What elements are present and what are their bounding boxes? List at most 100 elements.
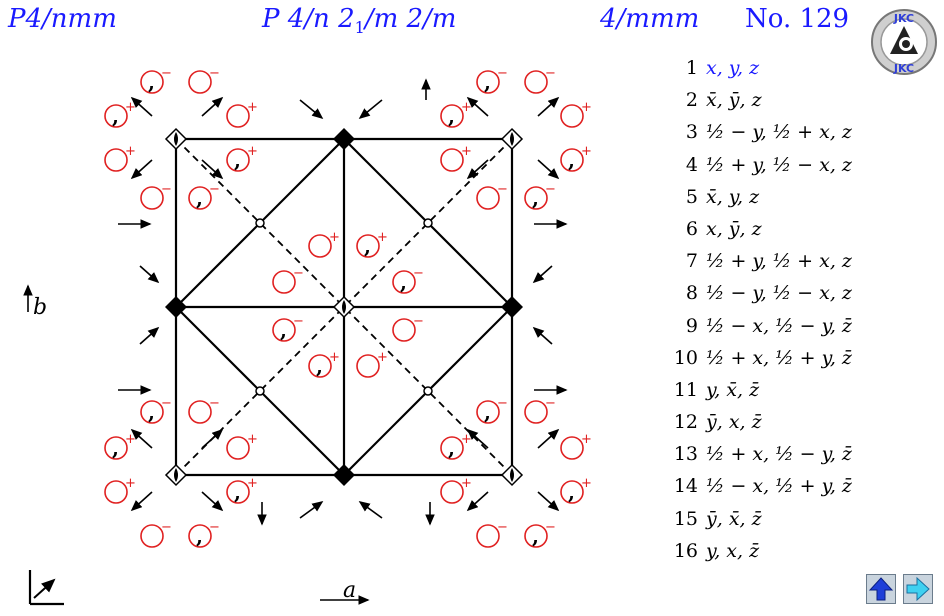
operation-expression: y, x̄, z̄ bbox=[706, 378, 760, 401]
jkc-logo-icon[interactable]: JKC JKC bbox=[870, 8, 938, 76]
operation-expression: ȳ, x, z̄ bbox=[706, 411, 762, 434]
position-circle bbox=[476, 400, 500, 424]
operation-number: 11 bbox=[673, 378, 698, 401]
operation-expression: ½ + x, ½ + y, z̄ bbox=[706, 346, 852, 369]
arrow-mark bbox=[130, 491, 153, 512]
operation-number: 4 bbox=[685, 153, 698, 176]
operation-expression: ½ + y, ½ − x, z bbox=[706, 153, 852, 176]
position-circle bbox=[226, 436, 250, 460]
arrow-mark bbox=[358, 99, 383, 120]
position-circle bbox=[440, 480, 464, 504]
plus-sign: + bbox=[125, 476, 136, 491]
position-circle bbox=[188, 400, 212, 424]
position-circle bbox=[140, 400, 164, 424]
arrow-mark bbox=[532, 265, 553, 284]
position-circle bbox=[440, 436, 464, 460]
up-button[interactable] bbox=[866, 574, 896, 604]
position-comma: , bbox=[484, 400, 491, 424]
position-circle bbox=[476, 186, 500, 210]
arrow-mark bbox=[466, 491, 489, 512]
position-circle bbox=[104, 104, 128, 128]
position-comma: , bbox=[448, 104, 455, 128]
position-comma: , bbox=[112, 436, 119, 460]
plus-sign: + bbox=[581, 476, 592, 491]
position-comma: , bbox=[280, 318, 287, 342]
operation-expression: x̄, ȳ, z bbox=[706, 89, 762, 112]
operation-expression: ½ + x, ½ − y, z̄ bbox=[706, 443, 852, 466]
arrow-mark bbox=[201, 96, 224, 117]
minus-sign: − bbox=[545, 66, 556, 81]
position-comma: , bbox=[148, 70, 155, 94]
operation-number: 9 bbox=[685, 314, 698, 337]
next-button[interactable] bbox=[903, 574, 933, 604]
space-group-diagram: ,−−,+++,+−,−,−−,+++,+−,−+,+−,−,−−,++,−−,… bbox=[23, 66, 592, 606]
position-circle bbox=[140, 524, 164, 548]
operation-number: 8 bbox=[685, 282, 698, 305]
arrow-mark bbox=[537, 96, 560, 117]
position-circle bbox=[356, 234, 380, 258]
plus-sign: + bbox=[461, 476, 472, 491]
position-comma: , bbox=[196, 524, 203, 548]
minus-sign: − bbox=[413, 314, 424, 329]
corner-axes-icon bbox=[33, 578, 56, 599]
plus-sign: + bbox=[581, 100, 592, 115]
arrow-mark bbox=[537, 428, 560, 449]
svg-text:JKC: JKC bbox=[893, 62, 914, 75]
plus-sign: + bbox=[247, 144, 258, 159]
position-circle bbox=[476, 70, 500, 94]
operation-expression: ½ − x, ½ + y, z̄ bbox=[706, 475, 852, 498]
minus-sign: − bbox=[497, 182, 508, 197]
position-comma: , bbox=[568, 148, 575, 172]
position-comma: , bbox=[568, 480, 575, 504]
position-circle bbox=[188, 70, 212, 94]
minus-sign: − bbox=[545, 182, 556, 197]
minus-sign: − bbox=[497, 520, 508, 535]
minus-sign: − bbox=[413, 266, 424, 281]
operation-expression: ȳ, x̄, z̄ bbox=[706, 507, 762, 530]
position-comma: , bbox=[112, 104, 119, 128]
plus-sign: + bbox=[329, 230, 340, 245]
minus-sign: − bbox=[545, 396, 556, 411]
twofold-lens-symbol bbox=[174, 468, 178, 482]
operation-number: 7 bbox=[685, 250, 698, 273]
position-comma: , bbox=[196, 186, 203, 210]
arrow-mark bbox=[358, 501, 383, 519]
operation-number: 13 bbox=[673, 443, 698, 466]
corner-axes-icon bbox=[28, 570, 64, 606]
minus-sign: − bbox=[161, 182, 172, 197]
position-circle bbox=[392, 318, 416, 342]
position-circle bbox=[308, 234, 332, 258]
operation-item: 13 ½ + x, ½ − y, z̄ bbox=[668, 438, 868, 470]
position-circle bbox=[104, 480, 128, 504]
operation-item: 9 ½ − x, ½ − y, z̄ bbox=[668, 310, 868, 342]
short-symbol: P4/nmm bbox=[8, 4, 117, 34]
axis-a-label: a bbox=[343, 578, 356, 603]
operation-number: 3 bbox=[685, 121, 698, 144]
position-circle bbox=[440, 104, 464, 128]
position-circle bbox=[524, 70, 548, 94]
twofold-lens-symbol bbox=[510, 468, 514, 482]
minus-sign: − bbox=[293, 314, 304, 329]
operation-expression: x̄, y, z bbox=[706, 185, 760, 208]
plus-sign: + bbox=[247, 476, 258, 491]
operation-expression: ½ − x, ½ − y, z̄ bbox=[706, 314, 852, 337]
arrow-mark bbox=[537, 491, 560, 512]
twofold-lens-symbol bbox=[342, 300, 346, 314]
full-symbol: P 4/n 21/m 2/m bbox=[262, 4, 457, 38]
inversion-center-symbol bbox=[255, 218, 265, 228]
plus-sign: + bbox=[329, 350, 340, 365]
position-circle bbox=[476, 524, 500, 548]
position-comma: , bbox=[364, 234, 371, 258]
arrow-mark bbox=[201, 159, 224, 180]
minus-sign: − bbox=[209, 396, 220, 411]
position-circle bbox=[226, 480, 250, 504]
arrow-mark bbox=[466, 159, 489, 180]
